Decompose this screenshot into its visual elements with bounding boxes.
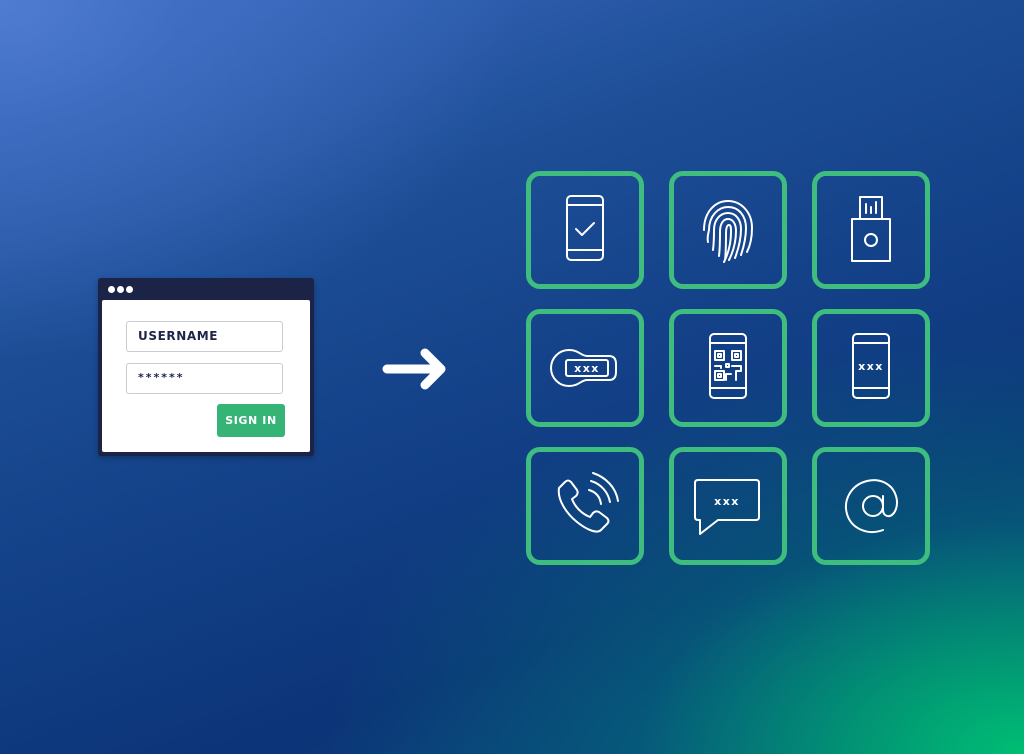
- auth-tile-mobile-otp[interactable]: xxx: [812, 309, 930, 427]
- login-window: USERNAME ****** SIGN IN: [98, 278, 314, 456]
- auth-tile-email[interactable]: [812, 447, 930, 565]
- sms-message-icon: xxx: [694, 479, 760, 535]
- window-control-dot[interactable]: [108, 286, 115, 293]
- password-field[interactable]: ******: [126, 363, 283, 394]
- smartphone-qr-code-icon: [709, 333, 747, 399]
- email-at-icon: [845, 479, 898, 533]
- auth-tile-security-key[interactable]: [812, 171, 930, 289]
- sign-in-button[interactable]: SIGN IN: [217, 404, 285, 437]
- username-field[interactable]: USERNAME: [126, 321, 283, 352]
- usb-security-key-icon: [851, 196, 891, 262]
- window-control-dot[interactable]: [126, 286, 133, 293]
- hardware-token-otp-icon: xxx: [550, 349, 617, 387]
- auth-tile-hardware-token[interactable]: xxx: [526, 309, 644, 427]
- window-control-dot[interactable]: [117, 286, 124, 293]
- window-titlebar: [98, 278, 314, 300]
- svg-text:xxx: xxx: [858, 360, 884, 373]
- login-form: USERNAME ****** SIGN IN: [102, 300, 310, 452]
- auth-tile-sms[interactable]: xxx: [669, 447, 787, 565]
- auth-tile-mobile-approval[interactable]: [526, 171, 644, 289]
- arrow-right-icon: [382, 348, 446, 390]
- svg-text:xxx: xxx: [714, 495, 740, 508]
- auth-tile-qr-code[interactable]: [669, 309, 787, 427]
- phone-call-icon: [557, 472, 619, 533]
- smartphone-checkmark-icon: [566, 195, 604, 261]
- auth-tile-phone-call[interactable]: [526, 447, 644, 565]
- auth-tile-fingerprint[interactable]: [669, 171, 787, 289]
- fingerprint-icon: [703, 200, 753, 263]
- smartphone-otp-icon: xxx: [852, 333, 890, 399]
- svg-text:xxx: xxx: [574, 362, 600, 375]
